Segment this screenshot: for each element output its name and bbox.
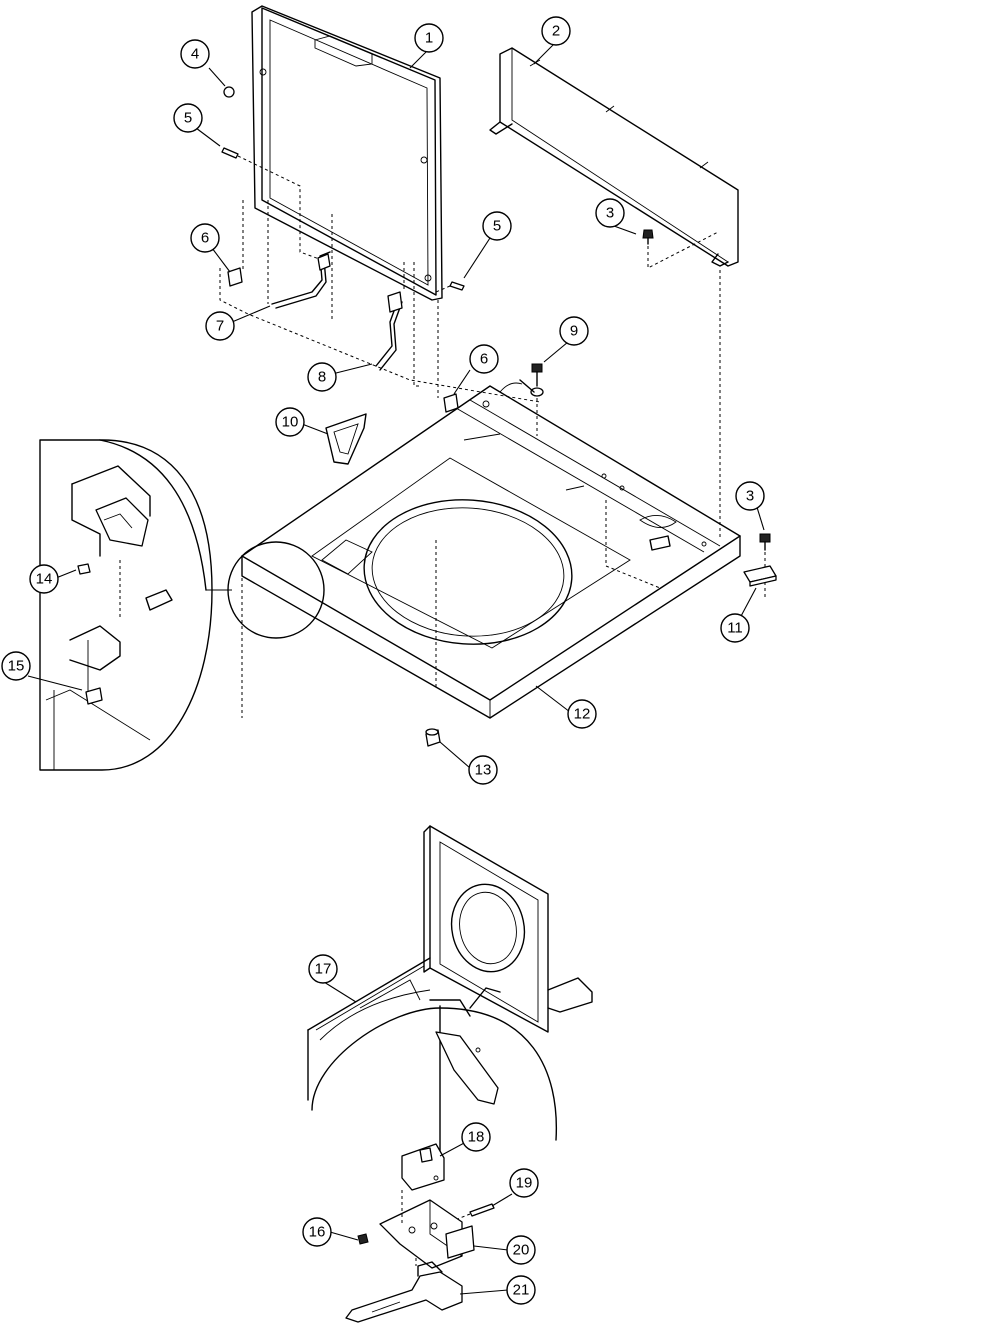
part-screw-5-right bbox=[435, 281, 465, 293]
callout-6-left: 6 bbox=[190, 223, 220, 253]
callout-11: 11 bbox=[720, 613, 750, 643]
svg-text:10: 10 bbox=[282, 414, 299, 431]
callout-19: 19 bbox=[509, 1168, 539, 1198]
svg-text:9: 9 bbox=[570, 323, 578, 340]
part-switch-18 bbox=[401, 1143, 445, 1191]
part-clip-6-left bbox=[219, 200, 541, 403]
detail-hinge-view bbox=[39, 439, 232, 771]
part-bracket-11 bbox=[743, 565, 777, 587]
part-latch-cover-10 bbox=[325, 413, 367, 465]
callout-12: 12 bbox=[567, 699, 597, 729]
callout-4: 4 bbox=[180, 39, 210, 69]
callout-8: 8 bbox=[307, 362, 337, 392]
svg-text:5: 5 bbox=[184, 110, 192, 127]
svg-text:6: 6 bbox=[201, 230, 209, 247]
leader-lines bbox=[27, 43, 765, 1295]
callout-5-left: 5 bbox=[173, 103, 203, 133]
svg-text:1: 1 bbox=[425, 30, 433, 47]
detail-magnifier-ring bbox=[227, 541, 325, 639]
callout-10: 10 bbox=[275, 407, 305, 437]
svg-text:8: 8 bbox=[318, 369, 326, 386]
svg-text:13: 13 bbox=[475, 762, 492, 779]
svg-text:4: 4 bbox=[191, 46, 199, 63]
callout-18: 18 bbox=[461, 1122, 491, 1152]
svg-text:21: 21 bbox=[513, 1282, 530, 1299]
svg-text:16: 16 bbox=[309, 1224, 326, 1241]
callout-7: 7 bbox=[205, 311, 235, 341]
svg-text:7: 7 bbox=[216, 318, 224, 335]
callout-15: 15 bbox=[1, 651, 31, 681]
part-bumper-13 bbox=[425, 728, 441, 747]
svg-text:11: 11 bbox=[727, 620, 743, 637]
part-screw-3-upper bbox=[642, 229, 719, 269]
part-top-panel-12 bbox=[241, 270, 741, 719]
part-clip-6-right bbox=[403, 262, 459, 413]
part-mounting-plate-21 bbox=[345, 1258, 463, 1323]
part-hinge-rod-7 bbox=[267, 200, 333, 320]
svg-text:15: 15 bbox=[8, 658, 25, 675]
part-screw-4 bbox=[208, 67, 235, 98]
part-ground-screw-9 bbox=[499, 363, 544, 436]
callout-2: 2 bbox=[541, 16, 571, 46]
callout-17: 17 bbox=[308, 954, 338, 984]
part-screw-3-lower bbox=[759, 533, 771, 598]
part-screw-19 bbox=[449, 1203, 495, 1223]
callout-5-right: 5 bbox=[482, 211, 512, 241]
part-cabinet-17 bbox=[307, 825, 593, 1101]
svg-text:14: 14 bbox=[36, 571, 53, 588]
svg-text:20: 20 bbox=[513, 1242, 530, 1259]
callout-3-lower: 3 bbox=[735, 481, 765, 511]
svg-text:12: 12 bbox=[574, 706, 591, 723]
callout-16: 16 bbox=[302, 1217, 332, 1247]
part-screw-5-left bbox=[221, 147, 323, 261]
svg-text:3: 3 bbox=[746, 488, 754, 505]
svg-text:5: 5 bbox=[493, 218, 501, 235]
callout-1: 1 bbox=[414, 23, 444, 53]
callout-21: 21 bbox=[506, 1275, 536, 1305]
svg-text:18: 18 bbox=[468, 1129, 485, 1146]
part-screw-16 bbox=[357, 1233, 369, 1245]
callout-20: 20 bbox=[506, 1235, 536, 1265]
callout-14: 14 bbox=[29, 564, 59, 594]
svg-text:19: 19 bbox=[516, 1175, 533, 1192]
callout-9: 9 bbox=[559, 316, 589, 346]
part-hinge-rod-8 bbox=[375, 262, 420, 387]
svg-text:6: 6 bbox=[480, 351, 488, 368]
callout-13: 13 bbox=[468, 755, 498, 785]
part-rear-bracket bbox=[489, 47, 739, 267]
part-switch-bracket-20 bbox=[379, 1190, 475, 1269]
callout-6-right: 6 bbox=[469, 344, 499, 374]
svg-text:2: 2 bbox=[552, 23, 560, 40]
svg-text:3: 3 bbox=[606, 205, 614, 222]
svg-text:17: 17 bbox=[315, 961, 332, 978]
part-lid-frame bbox=[251, 5, 443, 301]
callout-3-upper: 3 bbox=[595, 198, 625, 228]
